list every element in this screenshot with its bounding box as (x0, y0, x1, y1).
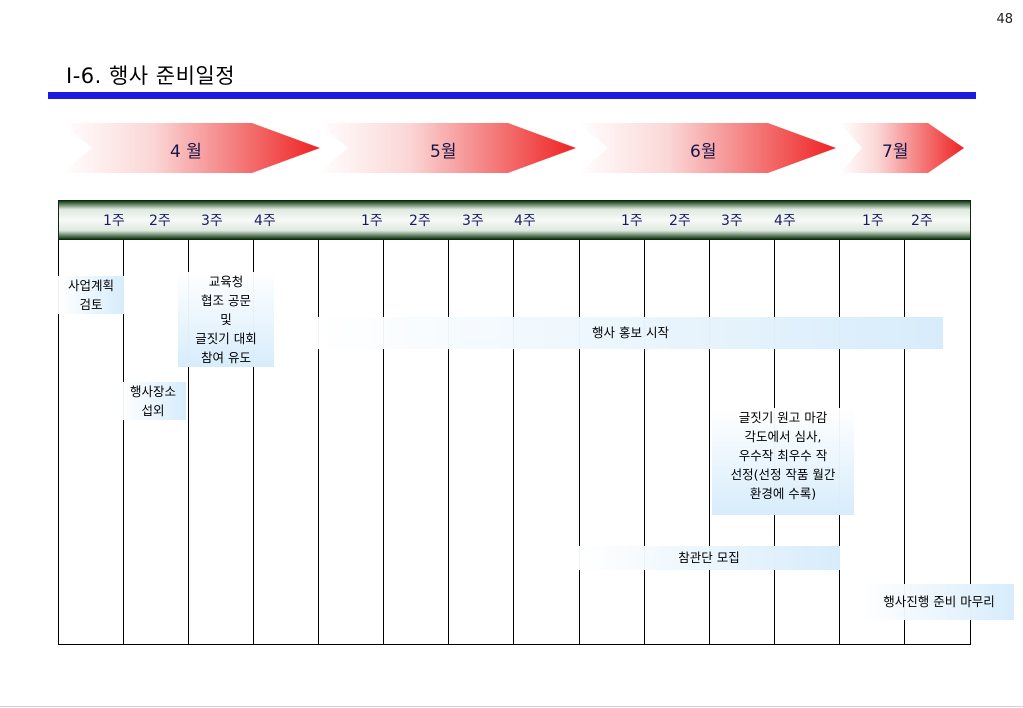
week-label: 1주 (103, 213, 125, 229)
month-label: 5월 (430, 142, 457, 162)
week-label: 3주 (201, 213, 223, 229)
grid-line (383, 240, 384, 644)
page-number: 48 (996, 12, 1013, 27)
task-line: 협조 공문 (201, 293, 251, 308)
title-underline (48, 92, 976, 99)
task-audience-recruit-bar: 참관단 모집 (578, 546, 840, 570)
page-title: Ⅰ-6. 행사 준비일정 (66, 64, 236, 88)
grid-line (253, 240, 254, 644)
week-label: 4주 (254, 213, 276, 229)
task-line: 글짓기 대회 (195, 331, 257, 346)
grid-line (709, 240, 710, 644)
week-label: 3주 (721, 213, 743, 229)
task-line: 교육청 (208, 274, 244, 289)
task-line: 글짓기 원고 마감 (738, 410, 828, 425)
week-label: 4주 (514, 213, 536, 229)
grid-line (58, 240, 59, 644)
task-label: 참관단 모집 (678, 550, 740, 565)
task-line: 섭외 (141, 403, 165, 418)
task-line: 선정(선정 작품 월간 (730, 467, 836, 482)
week-label: 3주 (462, 213, 484, 229)
grid-line (644, 240, 645, 644)
month-label: 6월 (690, 142, 717, 162)
month-arrow-may: 5월 (318, 123, 576, 173)
task-line: 우수작 최우수 작 (738, 448, 828, 463)
week-label: 4주 (774, 213, 796, 229)
grid-line (513, 240, 514, 644)
task-line: 행사장소 (129, 384, 176, 399)
task-line: 검토 (79, 297, 103, 312)
grid-line (904, 240, 905, 644)
page-bottom-border (0, 706, 1023, 707)
arrow-shape (578, 123, 836, 173)
week-header-bar: 1주 2주 3주 4주 1주 2주 3주 4주 1주 2주 3주 4주 1주 2… (58, 200, 971, 240)
grid-line (123, 240, 124, 644)
month-label: 4 월 (170, 142, 202, 162)
grid-line (579, 240, 580, 644)
task-education-office: 교육청 협조 공문 및 글짓기 대회 참여 유도 (178, 272, 274, 367)
task-line: 참여 유도 (201, 350, 251, 365)
grid-line (448, 240, 449, 644)
arrow-shape (840, 123, 964, 173)
task-venue: 행사장소 섭외 (120, 382, 186, 420)
week-label: 2주 (911, 213, 933, 229)
task-judging: 글짓기 원고 마감 각도에서 심사, 우수작 최우수 작 선정(선정 작품 월간… (712, 408, 854, 515)
task-label: 행사진행 준비 마무리 (883, 594, 995, 609)
task-final-prep: 행사진행 준비 마무리 (864, 584, 1014, 620)
month-label: 7월 (882, 142, 909, 162)
week-label: 1주 (361, 213, 383, 229)
task-line: 환경에 수록) (749, 486, 817, 501)
arrow-shape (318, 123, 576, 173)
month-arrow-april: 4 월 (62, 123, 320, 173)
grid-line (188, 240, 189, 644)
month-arrow-july: 7월 (840, 123, 964, 173)
task-line: 및 (220, 312, 232, 327)
task-line: 각도에서 심사, (744, 429, 822, 444)
week-label: 2주 (149, 213, 171, 229)
week-label: 1주 (621, 213, 643, 229)
task-label: 행사 홍보 시작 (592, 325, 669, 340)
grid-line (970, 240, 971, 644)
task-line: 사업계획 (67, 278, 114, 293)
task-plan-review: 사업계획 검토 (58, 276, 124, 314)
week-label: 1주 (862, 213, 884, 229)
week-label: 2주 (669, 213, 691, 229)
week-label: 2주 (409, 213, 431, 229)
task-promotion-bar: 행사 홍보 시작 (318, 317, 943, 349)
arrow-shape (62, 123, 320, 173)
month-arrow-june: 6월 (578, 123, 836, 173)
grid-line (318, 240, 319, 644)
